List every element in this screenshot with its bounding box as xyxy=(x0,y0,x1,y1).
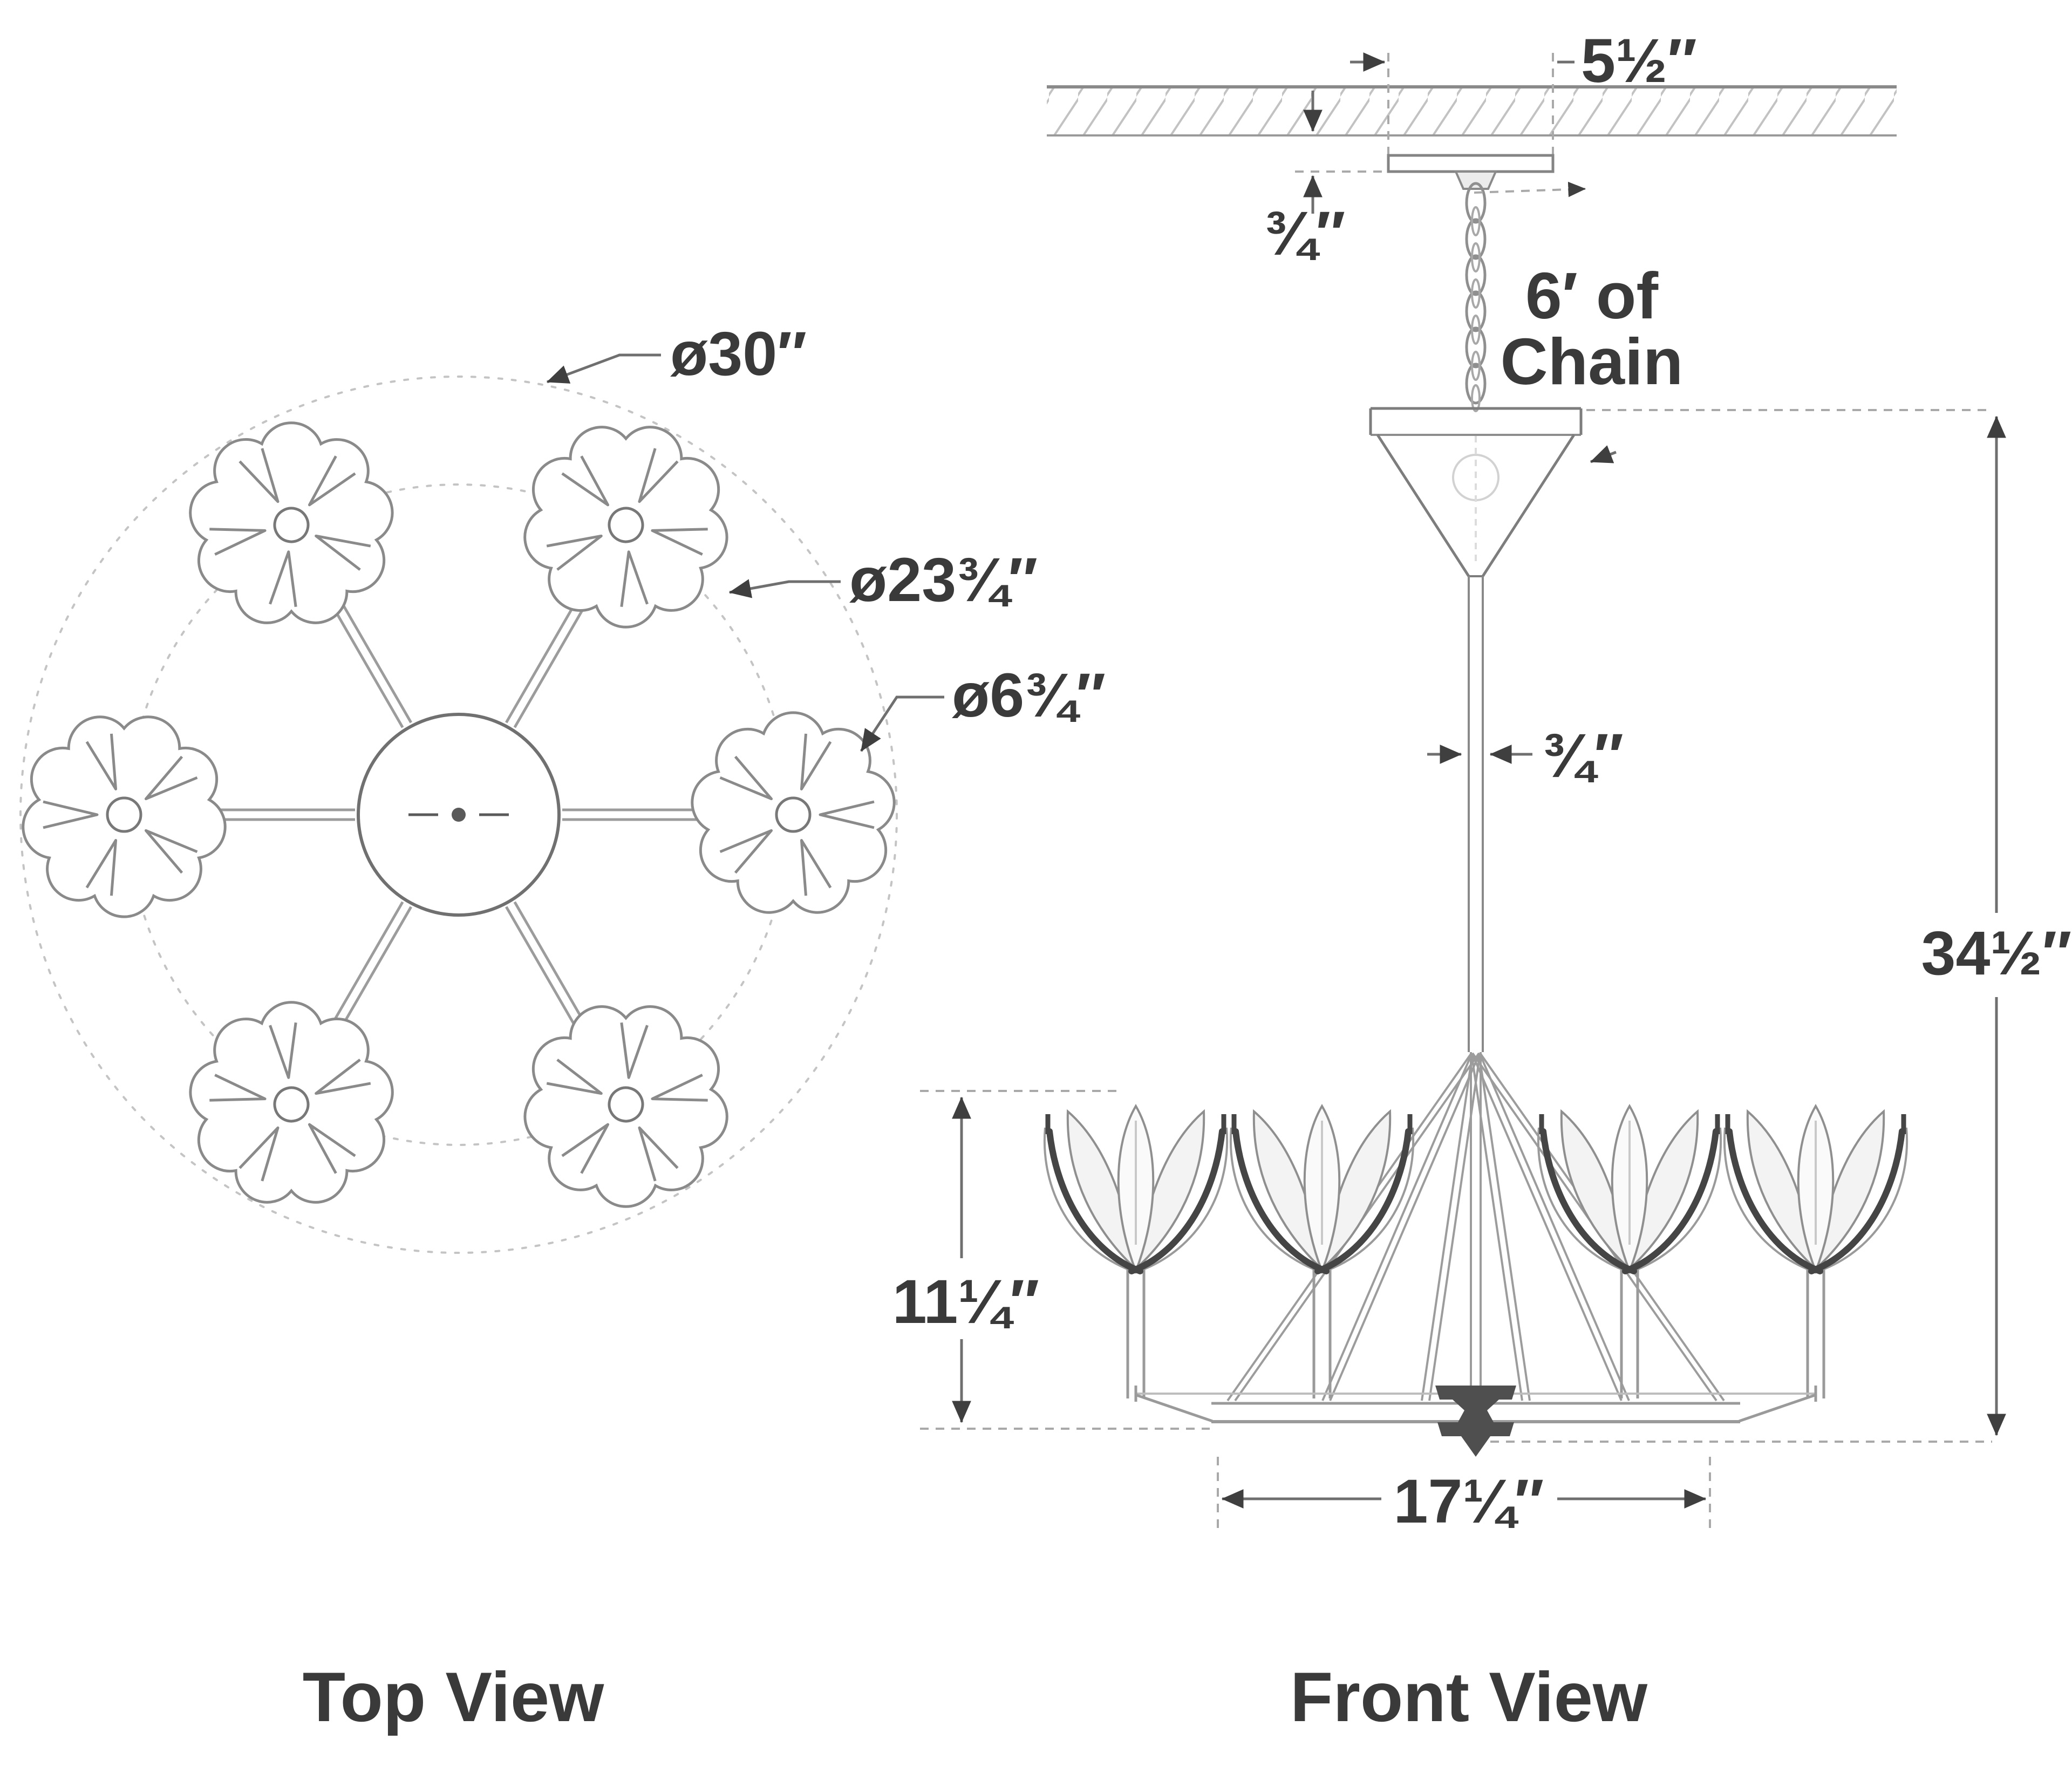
canopy-chain-connector xyxy=(1454,170,1498,190)
label-canopy-width: 5½″ xyxy=(1581,26,1697,95)
canopy-plate xyxy=(1387,154,1555,173)
front-view-flowers xyxy=(1045,1106,1907,1272)
hanging-chain xyxy=(1465,182,1487,412)
label-overall-height: 34½″ xyxy=(1921,919,2072,988)
label-ceiling-gap: ¾″ xyxy=(1264,199,1346,268)
leader-outer-diameter xyxy=(546,353,661,384)
ceiling-hatch xyxy=(1047,87,1897,135)
outer-diameter-circle xyxy=(19,376,898,1254)
leader-body-diameter xyxy=(728,579,841,598)
label-flower-diameter: ø6¾″ xyxy=(952,661,1106,730)
label-stem-width: ¾″ xyxy=(1542,721,1624,790)
top-cone xyxy=(1369,407,1617,577)
label-ring-width: 17¼″ xyxy=(1394,1467,1544,1536)
label-outer-diameter: ø30″ xyxy=(670,319,807,388)
flower-stems xyxy=(1126,1269,1825,1398)
label-chain-line2: Chain xyxy=(1501,325,1684,398)
center-bolt xyxy=(452,808,466,822)
ceiling xyxy=(1047,85,1897,137)
front-view-title: Front View xyxy=(1290,1657,1648,1736)
front-view: 5½″ ¾″ 6′ of Chain xyxy=(892,26,2072,1736)
leader-chain xyxy=(1474,181,1586,197)
center-finial xyxy=(1435,1386,1516,1457)
top-view-title: Top View xyxy=(303,1657,604,1736)
label-chain-line1: 6′ of xyxy=(1525,259,1659,332)
leader-flower-diameter xyxy=(860,695,944,752)
label-body-diameter: ø23¾″ xyxy=(849,545,1038,615)
label-flower-height: 11¼″ xyxy=(892,1267,1040,1336)
top-view: ø30″ ø23¾″ ø6¾″ Top View xyxy=(19,319,1106,1736)
cone-pointer-arrow xyxy=(1590,445,1617,463)
